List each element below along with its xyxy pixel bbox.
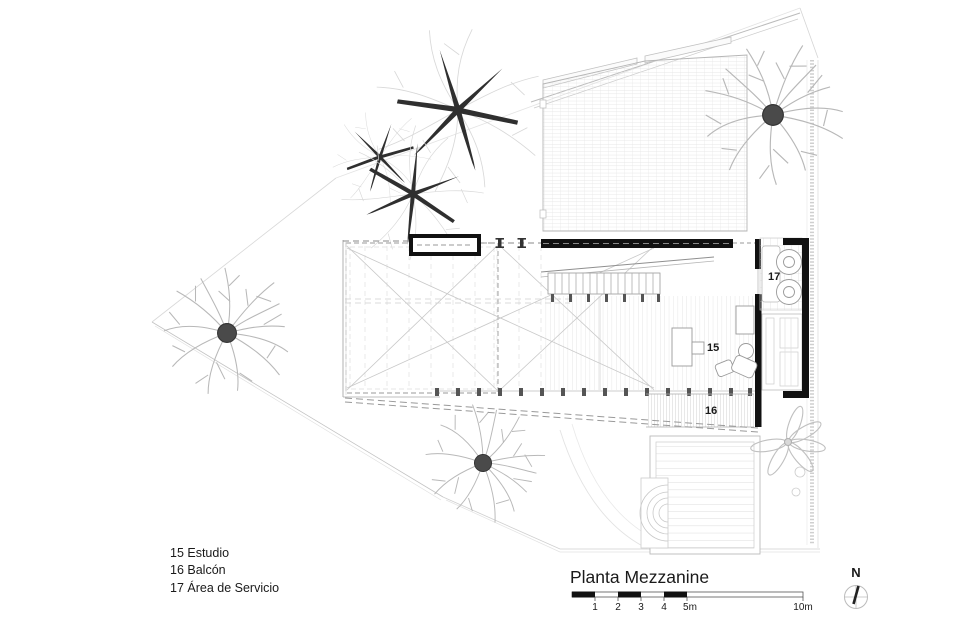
- scale-tick-10m: 10m: [793, 602, 812, 613]
- room-label-estudio: 15: [707, 342, 719, 354]
- legend-item-estudio: 15 Estudio: [170, 546, 229, 560]
- scale-tick-2: 2: [615, 602, 621, 613]
- room-label-balcon: 16: [705, 405, 717, 417]
- palm-tree-medium: [318, 101, 507, 289]
- plan-title: Planta Mezzanine: [570, 567, 709, 587]
- stair-landing: [640, 477, 669, 549]
- scale-tick-1: 1: [592, 602, 598, 613]
- wall-right: [755, 294, 762, 427]
- mezzanine-floor: [342, 234, 762, 427]
- roof: [530, 12, 801, 232]
- side-table: [691, 341, 705, 355]
- legend-item-balcon: 16 Balcón: [170, 563, 226, 577]
- scale-tick-3: 3: [638, 602, 644, 613]
- scale-tick-4: 4: [661, 602, 667, 613]
- balcony: [344, 393, 759, 433]
- room-labels: 15 16 17: [705, 271, 780, 417]
- armchair: [731, 355, 758, 379]
- column-row: [435, 388, 752, 396]
- compass-needle: [852, 585, 860, 605]
- lower-deck: [559, 404, 827, 555]
- scale-bar: 1 2 3 4 5m 10m: [571, 591, 813, 613]
- legend-item-servicio: 17 Área de Servicio: [170, 580, 279, 595]
- north-arrow: N: [844, 565, 868, 609]
- cabinet: [735, 305, 755, 335]
- legend: 15 Estudio 16 Balcón 17 Área de Servicio: [170, 546, 279, 595]
- scale-tick-5m: 5m: [683, 602, 697, 613]
- washer: [776, 249, 802, 275]
- service-wall: [783, 238, 809, 398]
- title-block: Planta Mezzanine 1 2 3 4 5m 10m: [570, 567, 813, 613]
- service-area: [759, 237, 809, 398]
- room-label-servicio: 17: [768, 271, 780, 283]
- curved-stair: [639, 484, 669, 542]
- stairs: [540, 256, 715, 302]
- studio-furniture: [671, 305, 758, 379]
- north-letter: N: [851, 565, 860, 580]
- dryer: [776, 279, 802, 305]
- desk: [671, 327, 693, 367]
- tree-left: [163, 267, 289, 395]
